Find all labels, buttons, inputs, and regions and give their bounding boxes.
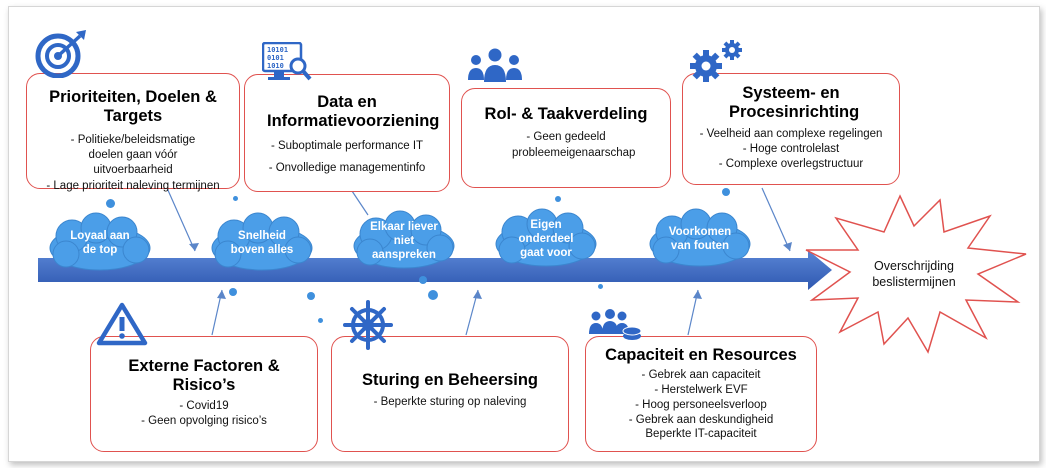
connector-arrowhead xyxy=(783,242,792,251)
box-item: - Onvolledige managementinfo xyxy=(268,162,426,175)
connector-arrowhead xyxy=(217,290,226,299)
svg-text:10101: 10101 xyxy=(267,46,288,54)
box-item: - Veelheid aan complexe regelingen xyxy=(699,127,883,140)
box-title: Systeem- en Procesinrichting xyxy=(729,84,860,122)
box-item: - Suboptimale performance IT xyxy=(270,139,424,152)
box-item: - Herstelwerk EVF xyxy=(654,384,748,397)
box-data-informatie: Data en Informatievoorziening - Suboptim… xyxy=(244,74,450,192)
box-capaciteit-resources: Capaciteit en Resources - Gebrek aan cap… xyxy=(585,336,817,452)
cloud-label: Eigen onderdeel gaat voor xyxy=(518,219,574,259)
cloud-label: Snelheid boven alles xyxy=(230,230,294,256)
connector-line xyxy=(761,187,791,252)
cloud-snelheid: Snelheid boven alles xyxy=(206,212,318,276)
box-title: Data en Informatievoorziening xyxy=(267,93,440,131)
bubble-dot xyxy=(318,318,323,323)
cloud-label: Loyaal aan de top xyxy=(70,230,130,256)
bubble-dot xyxy=(233,196,238,201)
box-item: - Lage prioriteit naleving termijnen xyxy=(46,180,220,193)
box-systeem-proces: Systeem- en Procesinrichting - Veelheid … xyxy=(682,73,900,185)
connector-line xyxy=(166,187,196,252)
gears-icon xyxy=(690,40,742,82)
box-title: Capaciteit en Resources xyxy=(605,346,797,364)
people-coins-icon xyxy=(589,309,642,340)
box-item: Beperkte IT-capaciteit xyxy=(645,428,757,441)
box-title: Prioriteiten, Doelen & Targets xyxy=(49,88,217,126)
bubble-dot xyxy=(598,284,603,289)
bubble-dot xyxy=(722,188,730,196)
helm-icon xyxy=(343,300,393,350)
box-item: - Geen opvolging risico’s xyxy=(141,415,267,428)
box-item: - Gebrek aan capaciteit xyxy=(641,369,761,382)
box-title: Sturing en Beheersing xyxy=(361,371,539,389)
box-externe-factoren: Externe Factoren & Risico’s - Covid19 - … xyxy=(90,336,318,452)
bubble-dot xyxy=(555,196,561,202)
bubble-dot xyxy=(307,292,315,300)
bubble-dot xyxy=(106,199,115,208)
box-item: - Hoog personeelsverloop xyxy=(635,398,767,411)
box-title: Externe Factoren & Risico’s xyxy=(128,357,280,395)
box-item: - Beperkte sturing op naleving xyxy=(373,396,527,409)
box-rol-taak: Rol- & Taakverdeling - Geen gedeeld prob… xyxy=(461,88,671,188)
outcome-label: Overschrijding beslistermijnen xyxy=(872,259,956,290)
warning-icon xyxy=(96,302,148,346)
cloud-elkaar: Elkaar liever niet aanspreken xyxy=(348,210,460,274)
outcome-burst xyxy=(805,194,1027,354)
connector-arrowhead xyxy=(189,243,199,251)
target-icon xyxy=(35,30,86,78)
box-item: - Complexe overlegstructuur xyxy=(718,158,864,171)
connector-line xyxy=(349,187,369,216)
box-item: - Geen gedeeld probleemeigenaarschap xyxy=(512,131,636,159)
box-item: - Politieke/beleidsmatige doelen gaan vó… xyxy=(70,133,196,177)
box-title: Rol- & Taakverdeling xyxy=(484,105,648,123)
box-sturing-beheersing: Sturing en Beheersing - Beperkte sturing… xyxy=(331,336,569,452)
box-item: - Hoge controlelast xyxy=(742,143,840,156)
connector-arrowhead xyxy=(693,290,702,299)
svg-text:0101: 0101 xyxy=(267,54,284,62)
cloud-loyaal: Loyaal aan de top xyxy=(44,212,156,276)
cloud-eigen: Eigen onderdeel gaat voor xyxy=(490,208,602,272)
cloud-label: Voorkomen van fouten xyxy=(668,226,732,252)
box-item: - Gebrek aan deskundigheid xyxy=(628,413,774,426)
data-monitor-icon: 10101 0101 1010 xyxy=(262,42,312,81)
cloud-label: Elkaar liever niet aanspreken xyxy=(370,221,438,261)
svg-text:1010: 1010 xyxy=(267,62,284,70)
bubble-dot xyxy=(229,288,237,296)
people-icon xyxy=(468,48,522,82)
box-prioriteiten: Prioriteiten, Doelen & Targets - Politie… xyxy=(26,73,240,192)
bubble-dot xyxy=(428,290,438,300)
connector-arrowhead xyxy=(473,290,482,299)
box-item: - Covid19 xyxy=(179,399,229,412)
bubble-dot xyxy=(419,276,427,284)
cloud-voorkomen: Voorkomen van fouten xyxy=(644,208,756,272)
